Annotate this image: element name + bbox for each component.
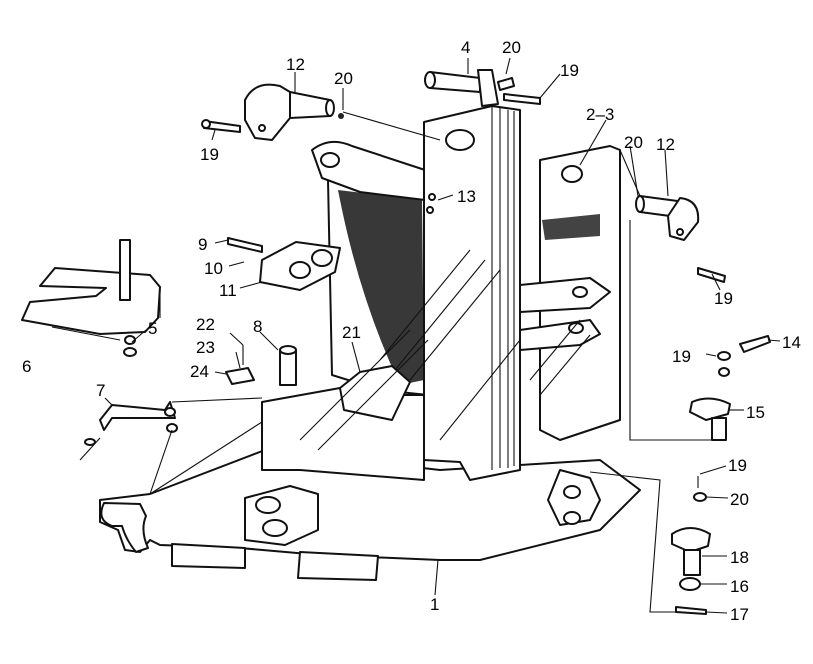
callout-19-top: 19: [560, 61, 579, 80]
callout-2-3: 2–3: [586, 105, 614, 124]
callout-5: 5: [148, 319, 157, 338]
callout-19-right: 19: [714, 289, 733, 308]
callout-15: 15: [746, 403, 765, 422]
callout-9: 9: [198, 235, 207, 254]
callout-23: 23: [196, 338, 215, 357]
pin-assembly-left: [201, 83, 344, 141]
callout-22: 22: [196, 315, 215, 334]
callout-labels: 1 2–3 4 5 6 7 8 9 10 11 12 12 13 14 15 1…: [22, 38, 801, 624]
callout-4: 4: [461, 38, 470, 57]
callout-13: 13: [457, 187, 476, 206]
pin-assembly-top: [424, 69, 541, 107]
pin-assembly-right: [635, 195, 726, 283]
callout-14: 14: [782, 333, 801, 352]
pivot-part-18: [671, 476, 711, 615]
small-parts-8-22-24: [225, 345, 297, 386]
bracket-part-11: [227, 237, 341, 291]
callout-20-top: 20: [502, 38, 521, 57]
pivot-part-15: [689, 335, 771, 441]
callout-12-right: 12: [656, 135, 675, 154]
callout-8: 8: [253, 317, 262, 336]
callout-20-right: 20: [624, 133, 643, 152]
leader-lines: [51, 57, 781, 614]
callout-21: 21: [342, 323, 361, 342]
callout-11: 11: [219, 281, 237, 300]
callout-1: 1: [430, 595, 439, 614]
frame-part-1: [99, 105, 641, 581]
callout-6: 6: [22, 357, 31, 376]
callout-20-left: 20: [334, 69, 353, 88]
link-rod-part-7: [79, 401, 178, 461]
callout-18: 18: [730, 548, 749, 567]
callout-20-lower: 20: [730, 490, 749, 509]
callout-10: 10: [204, 259, 223, 278]
callout-24: 24: [190, 362, 209, 381]
callout-19-left: 19: [200, 145, 219, 164]
callout-19-pivot: 19: [672, 347, 691, 366]
callout-19-lower: 19: [728, 456, 747, 475]
callout-12-left: 12: [286, 55, 305, 74]
callout-7: 7: [96, 381, 105, 400]
callout-17: 17: [730, 605, 749, 624]
plate-part-6: [21, 239, 161, 357]
callout-16: 16: [730, 577, 749, 596]
